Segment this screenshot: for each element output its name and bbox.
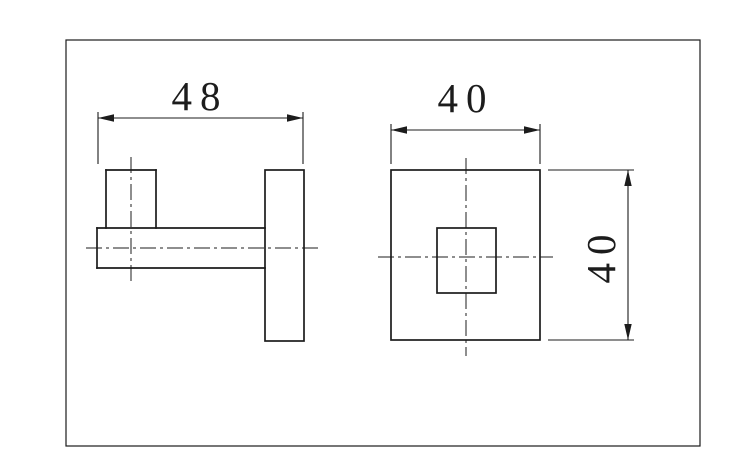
- width-arrow-left: [391, 126, 407, 134]
- dimension-depth-label: 48: [172, 73, 229, 119]
- width-arrow-right: [524, 126, 540, 134]
- dimension-width-label: 40: [438, 75, 495, 121]
- height-arrow-top: [624, 170, 632, 186]
- side-view-centerlines: [86, 157, 318, 284]
- front-view-centerlines: [378, 158, 553, 356]
- side-view: [96, 169, 305, 342]
- dimension-width: 40: [390, 75, 541, 164]
- height-arrow-bottom: [624, 324, 632, 340]
- wall-plate-side-outline: [264, 169, 305, 342]
- depth-arrow-right: [287, 114, 303, 122]
- dimension-height: 40: [548, 169, 634, 341]
- dimension-depth: 48: [97, 73, 304, 164]
- drawing-border: [65, 39, 701, 447]
- dimension-height-label: 40: [578, 227, 624, 284]
- depth-arrow-left: [98, 114, 114, 122]
